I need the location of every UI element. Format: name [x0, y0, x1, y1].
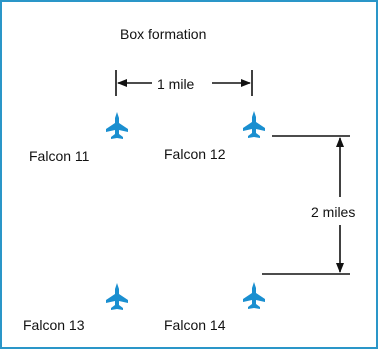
- diagram-title: Box formation: [120, 26, 207, 42]
- jet-icon: [106, 283, 128, 310]
- jet-icon: [106, 112, 128, 139]
- jet-icon: [243, 282, 265, 309]
- horizontal-dimension: [115, 70, 253, 96]
- vertical-dimension: [262, 135, 350, 275]
- callsign-falcon-12: Falcon 12: [164, 146, 226, 162]
- horizontal-distance-label: 1 mile: [157, 76, 195, 92]
- callsign-falcon-13: Falcon 13: [23, 317, 85, 333]
- jet-icon: [243, 111, 265, 138]
- vertical-distance-label: 2 miles: [311, 204, 356, 220]
- callsign-falcon-11: Falcon 11: [29, 148, 90, 164]
- callsign-falcon-14: Falcon 14: [164, 317, 226, 333]
